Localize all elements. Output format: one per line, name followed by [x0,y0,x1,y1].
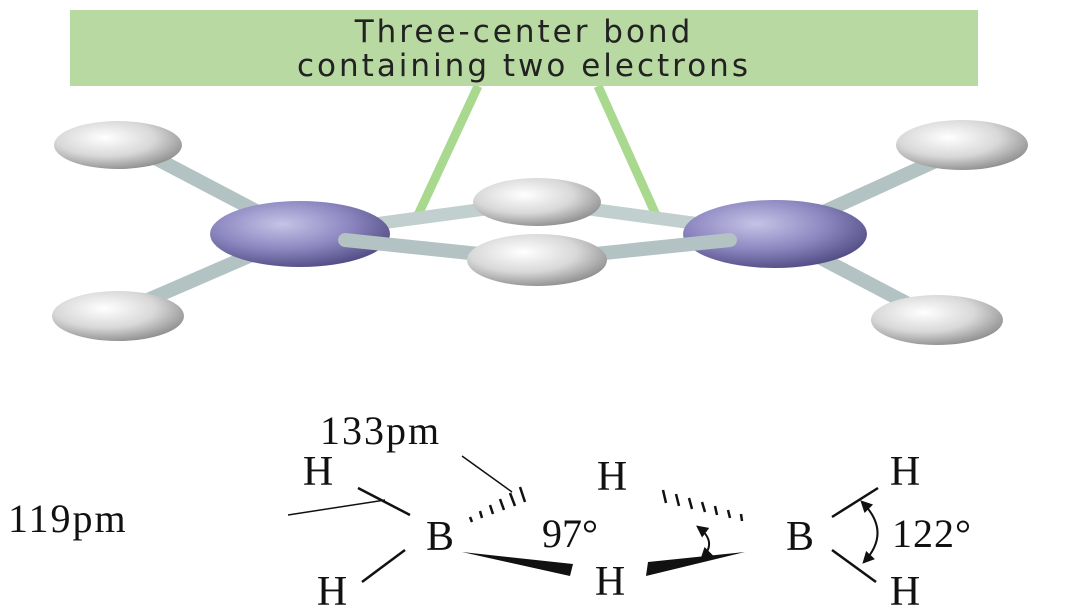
hydrogen-bridge-back-atom [473,178,601,226]
structural-formula: H H H B B H H H 133pm 119pm 97° 122° [8,408,972,610]
wedge-bond-left [462,552,573,576]
bridge-angle-label: 97° [542,511,598,556]
atom-h-bridge-bottom: H [595,559,625,605]
terminal-bond-length-label: 119pm [8,496,128,541]
hydrogen-terminal-top-right-atom [896,120,1028,170]
angle-arc-122 [860,500,879,564]
atom-h-terminal-bottom-left: H [317,569,347,610]
hydrogen-terminal-top-left-atom [54,121,182,169]
wedge-bond-right [646,552,745,576]
atom-h-bridge-top: H [597,454,627,500]
banner-line-2: containing two electrons [297,48,751,84]
atom-b-right: B [786,514,814,560]
bridge-bond-length-label: 133pm [320,408,441,453]
boron-atom-left [210,201,390,267]
plain-bonds [357,486,879,584]
atom-h-terminal-bottom-right: H [890,569,920,610]
hydrogen-bridge-front-atom [467,234,607,286]
hydrogen-terminal-bottom-left-atom [52,291,184,341]
boron-atom-right [683,200,867,268]
three-center-bond-banner: Three-center bond containing two electro… [70,10,978,86]
atom-b-left: B [426,514,454,560]
leader-lines [287,455,513,516]
atom-h-terminal-top-right: H [890,449,920,495]
hydrogen-terminal-bottom-right-atom [871,295,1003,345]
angle-arc-97 [696,525,714,560]
terminal-angle-label: 122° [892,511,972,556]
banner-line-1: Three-center bond [354,14,694,50]
bridge-indicator-line-left [413,84,483,217]
bridge-indicator-line-right [593,84,661,217]
ball-and-stick-model [52,84,1028,345]
hashed-bonds [468,486,744,523]
atom-h-terminal-top-left: H [303,449,333,495]
